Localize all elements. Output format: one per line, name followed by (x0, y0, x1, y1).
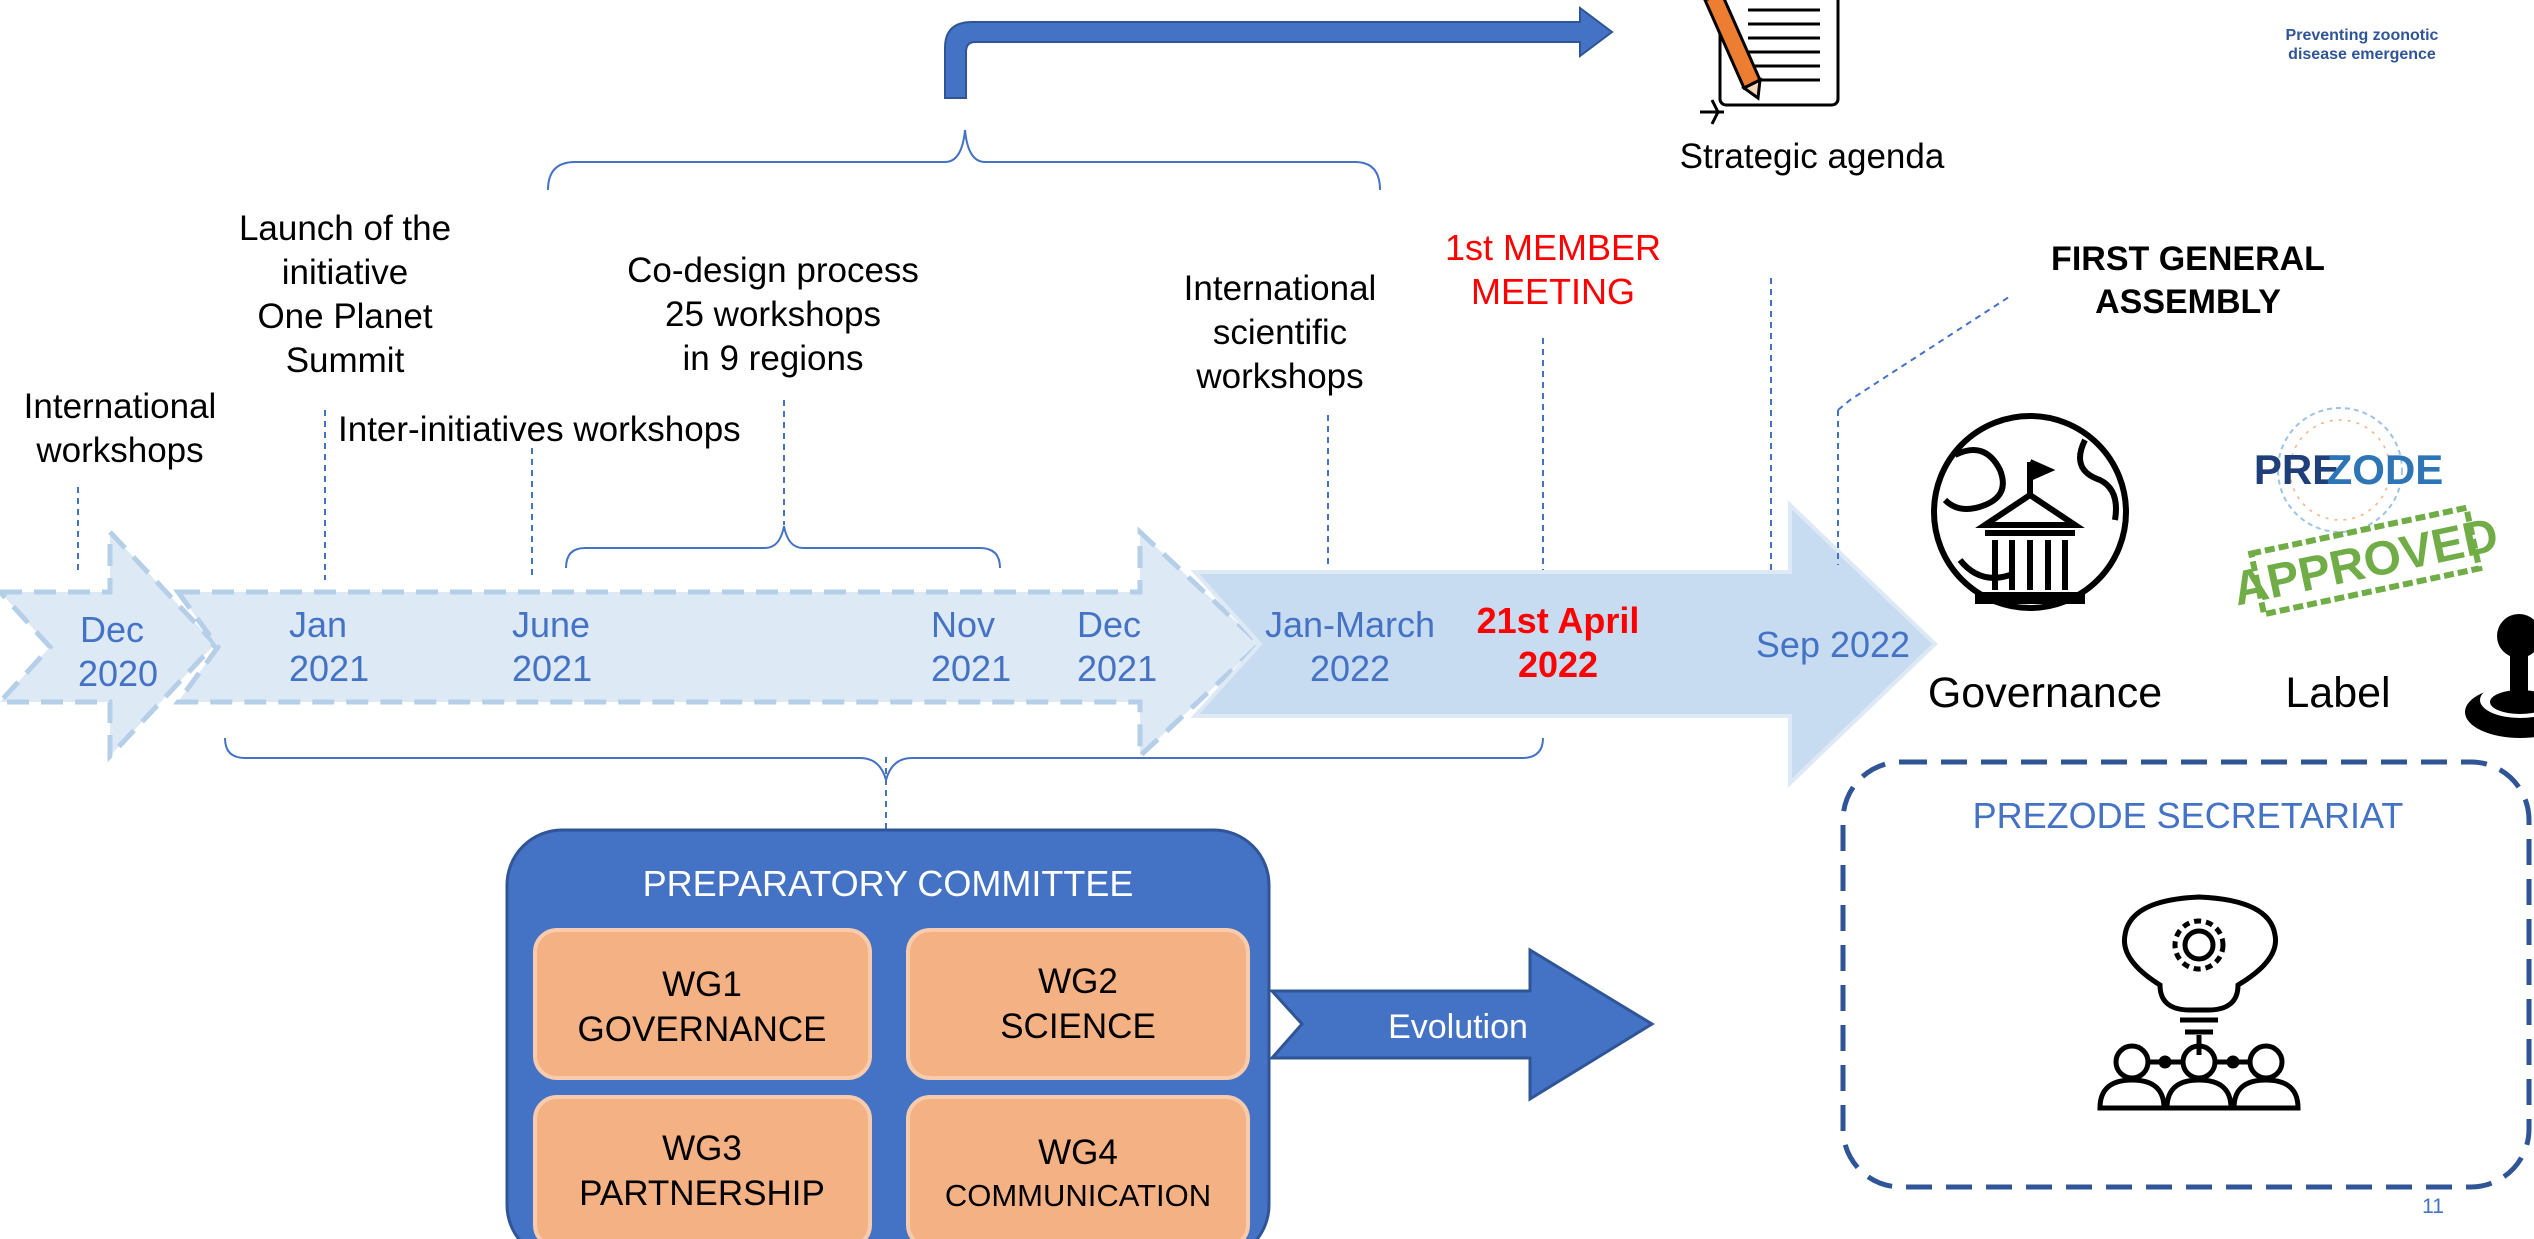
date-jan-2021-line2: 2021 (289, 648, 369, 689)
date-dec-2021-line2: 2021 (1077, 648, 1157, 689)
wg4-box (906, 1095, 1250, 1239)
tagline-line2: disease emergence (2288, 46, 2436, 63)
committee-brace (224, 737, 1544, 784)
wg4-name: COMMUNICATION (945, 1178, 1211, 1213)
date-21st-april-line2: 2022 (1518, 644, 1598, 685)
label-member-meeting-2: MEETING (1471, 271, 1635, 312)
date-nov-2021-line2: 2021 (931, 648, 1011, 689)
codesign-brace (547, 129, 1381, 191)
prezode-tagline: Preventing zoonotic disease emergence (2286, 27, 2439, 63)
label-strategic-agenda: Strategic agenda (1680, 137, 1945, 176)
wg2-name: SCIENCE (1000, 1007, 1156, 1046)
label-label: Label (2285, 669, 2390, 717)
logo-zode: ZODE (2327, 446, 2444, 493)
label-international-workshops-2: workshops (35, 431, 203, 470)
leader-lines (77, 278, 2013, 830)
date-dec-2020-line1: Dec (80, 609, 144, 650)
wg2-title: WG2 (1038, 962, 1118, 1001)
arrow-segment-2021 (173, 526, 1264, 762)
label-codesign-3: in 9 regions (683, 339, 864, 378)
date-june-2021-line2: 2021 (512, 648, 592, 689)
braces (224, 129, 1544, 784)
prezode-approved-logo: PRE ZODE APPROVED (2228, 407, 2503, 618)
secretariat-box: PREZODE SECRETARIAT (1840, 759, 2532, 1190)
joystick-icon (2465, 614, 2534, 738)
date-dec-2021-line1: Dec (1077, 604, 1141, 645)
date-jan-march-2022-line1: Jan-March (1265, 604, 1435, 645)
wg1-box (533, 928, 872, 1080)
document-pencil-icon (1700, 0, 1840, 125)
label-launch-1: Launch of the (239, 209, 451, 248)
label-codesign-1: Co-design process (627, 251, 919, 290)
label-codesign-2: 25 workshops (665, 295, 881, 334)
wg1-name: GOVERNANCE (578, 1010, 827, 1049)
inter-initiatives-brace (565, 525, 1001, 569)
wg4-title: WG4 (1038, 1133, 1118, 1172)
label-general-assembly-1: FIRST GENERAL (2051, 240, 2325, 278)
highlight-date: 21st April 2022 (1477, 600, 1640, 685)
governance-label: Governance (1928, 669, 2162, 717)
label-launch-3: One Planet (257, 297, 432, 336)
label-intl-scientific-2: scientific (1213, 313, 1347, 352)
arrow-segment-2020 (0, 525, 219, 763)
label-intl-scientific-3: workshops (1195, 357, 1363, 396)
wg3-name: PARTNERSHIP (579, 1174, 825, 1213)
label-general-assembly-2: ASSEMBLY (2095, 283, 2281, 321)
date-sep-2022: Sep 2022 (1756, 624, 1910, 665)
arrow-segment-2022 (1190, 500, 1938, 788)
logo-pre: PRE (2254, 446, 2340, 493)
lightbulb-team-icon (2097, 894, 2301, 1111)
date-jan-march-2022-line2: 2022 (1310, 648, 1390, 689)
wg3-box (533, 1095, 872, 1239)
wg3-title: WG3 (662, 1129, 742, 1168)
secretariat-title: PREZODE SECRETARIAT (1973, 795, 2404, 836)
date-june-2021-line1: June (512, 604, 590, 645)
label-launch-2: initiative (282, 253, 408, 292)
date-jan-2021-line1: Jan (289, 604, 347, 645)
preparatory-committee: PREPARATORY COMMITTEE WG1 GOVERNANCE WG2… (505, 828, 1271, 1239)
timeline-dates: Dec 2020 Jan 2021 June 2021 Nov 2021 Dec… (78, 604, 1910, 694)
general-assembly-label: FIRST GENERAL ASSEMBLY (2051, 240, 2325, 321)
member-meeting-label: 1st MEMBER MEETING (1445, 227, 1661, 312)
date-21st-april-line1: 21st April (1477, 600, 1640, 641)
label-inter-initiatives: Inter-initiatives workshops (338, 410, 741, 449)
label-member-meeting-1: 1st MEMBER (1445, 227, 1661, 268)
event-labels: International workshops Launch of the in… (24, 137, 1945, 470)
wg2-box (906, 928, 1250, 1080)
strategic-arrow (944, 6, 1614, 99)
stamp-approved: APPROVED (2228, 509, 2503, 617)
globe-institution-icon (1931, 413, 2129, 611)
label-launch-4: Summit (286, 341, 405, 380)
date-nov-2021-line1: Nov (931, 604, 995, 645)
evolution-arrow: Evolution (1268, 947, 1655, 1102)
timeline-arrows (0, 500, 1938, 788)
date-dec-2020-line2: 2020 (78, 653, 158, 694)
wg1-title: WG1 (662, 965, 742, 1004)
label-intl-scientific-1: International (1184, 269, 1377, 308)
tagline-line1: Preventing zoonotic (2286, 27, 2439, 44)
committee-title: PREPARATORY COMMITTEE (643, 863, 1134, 904)
label-international-workshops-1: International (24, 387, 217, 426)
page-number: 11 (2422, 1195, 2444, 1218)
evolution-label: Evolution (1388, 1008, 1528, 1046)
